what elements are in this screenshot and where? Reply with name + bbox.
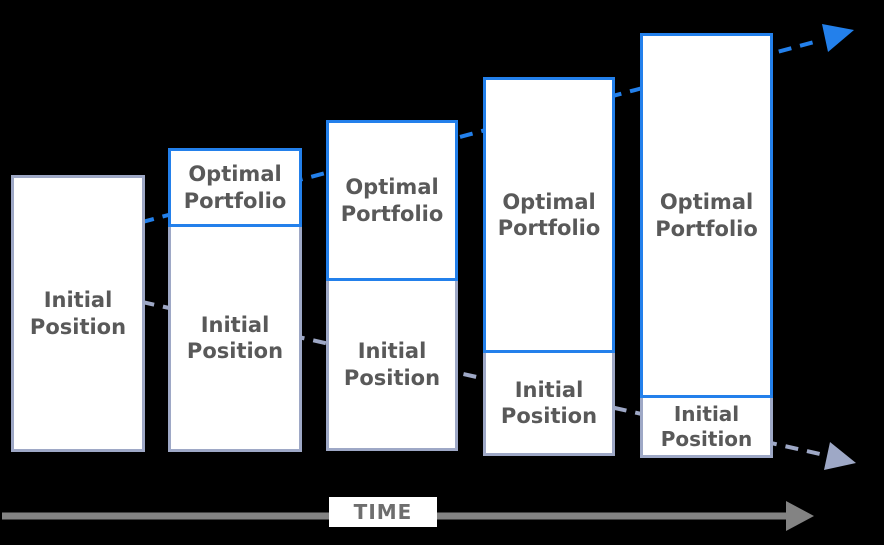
time-axis-label: TIME [329,497,437,527]
optimal-portfolio-segment: Optimal Portfolio [326,120,458,281]
optimal-portfolio-label: Optimal Portfolio [497,189,601,240]
optimal-trend-arrowhead-icon [822,24,854,52]
initial-position-segment: Initial Position [326,281,458,451]
bar-2: Optimal Portfolio Initial Position [168,148,302,452]
initial-position-segment: Initial Position [483,353,615,456]
bar-3: Optimal Portfolio Initial Position [326,120,458,451]
bar-1: Initial Position [11,175,145,452]
initial-position-label: Initial Position [660,401,753,451]
optimal-portfolio-label: Optimal Portfolio [340,175,444,226]
initial-position-label: Initial Position [343,339,441,390]
optimal-portfolio-segment: Optimal Portfolio [640,33,773,398]
initial-position-segment: Initial Position [11,175,145,452]
initial-position-segment: Initial Position [168,227,302,452]
initial-trend-arrowhead-icon [824,442,856,470]
bar-4: Optimal Portfolio Initial Position [483,77,615,456]
optimal-portfolio-segment: Optimal Portfolio [168,148,302,227]
bar-5: Optimal Portfolio Initial Position [640,33,773,458]
optimal-portfolio-label: Optimal Portfolio [183,162,287,213]
time-axis-arrowhead-icon [786,501,814,531]
initial-position-label: Initial Position [500,377,598,428]
optimal-portfolio-segment: Optimal Portfolio [483,77,615,353]
initial-position-label: Initial Position [29,288,127,339]
initial-position-label: Initial Position [186,312,284,363]
time-axis-label-text: TIME [353,500,413,524]
optimal-portfolio-label: Optimal Portfolio [655,190,758,241]
initial-position-segment: Initial Position [640,398,773,458]
